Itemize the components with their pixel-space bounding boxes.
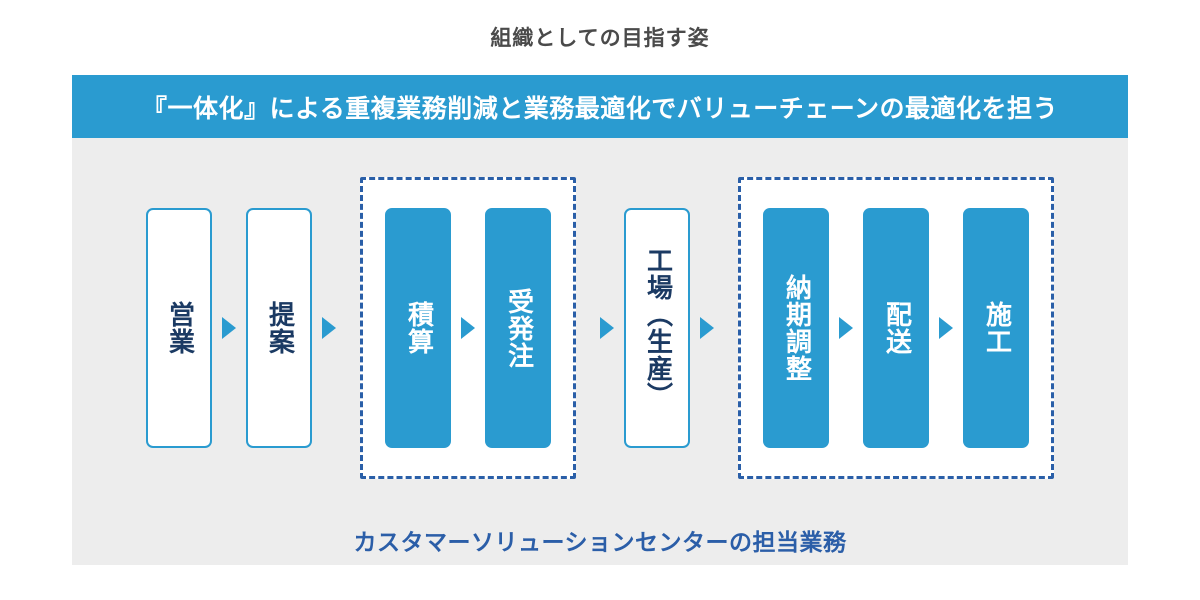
process-step-label: 営業 [164,301,195,355]
process-step-label: 受発注 [503,287,534,369]
process-step-proposal[interactable]: 提案 [246,208,312,448]
headline-banner: 『一体化』による重複業務削減と業務最適化でバリューチェーンの最適化を担う [72,75,1128,138]
flow-arrow-icon [598,317,616,339]
group-csc-right: 納期調整 配送 施工 [738,177,1054,479]
process-step-label: 積算 [403,301,434,355]
flow-arrow-icon [837,317,855,339]
process-step-label: 提案 [264,301,295,355]
process-step-scheduling[interactable]: 納期調整 [763,208,829,448]
process-step-estimate[interactable]: 積算 [385,208,451,448]
process-flow: 営業 提案 積算 受発注 工場（生産） 納期調整 [72,138,1128,518]
flow-arrow-icon [698,317,716,339]
flow-arrow-icon [459,317,477,339]
headline-banner-text: 『一体化』による重複業務削減と業務最適化でバリューチェーンの最適化を担う [141,93,1058,123]
diagram-panel: 『一体化』による重複業務削減と業務最適化でバリューチェーンの最適化を担う 営業 … [72,75,1128,565]
process-step-label: 納期調整 [781,274,812,382]
page-title: 組織としての目指す姿 [490,26,710,50]
flow-arrow-icon [320,317,338,339]
group-csc-left: 積算 受発注 [360,177,576,479]
flow-arrow-icon [220,317,238,339]
process-step-label: 工場（生産） [642,247,673,409]
process-step-label: 配送 [881,301,912,355]
process-step-label: 施工 [981,301,1012,355]
process-step-sales[interactable]: 営業 [146,208,212,448]
process-step-factory[interactable]: 工場（生産） [624,208,690,448]
process-step-delivery[interactable]: 配送 [863,208,929,448]
process-step-install[interactable]: 施工 [963,208,1029,448]
group-caption: カスタマーソリューションセンターの担当業務 [353,530,847,556]
process-step-ordering[interactable]: 受発注 [485,208,551,448]
flow-arrow-icon [937,317,955,339]
